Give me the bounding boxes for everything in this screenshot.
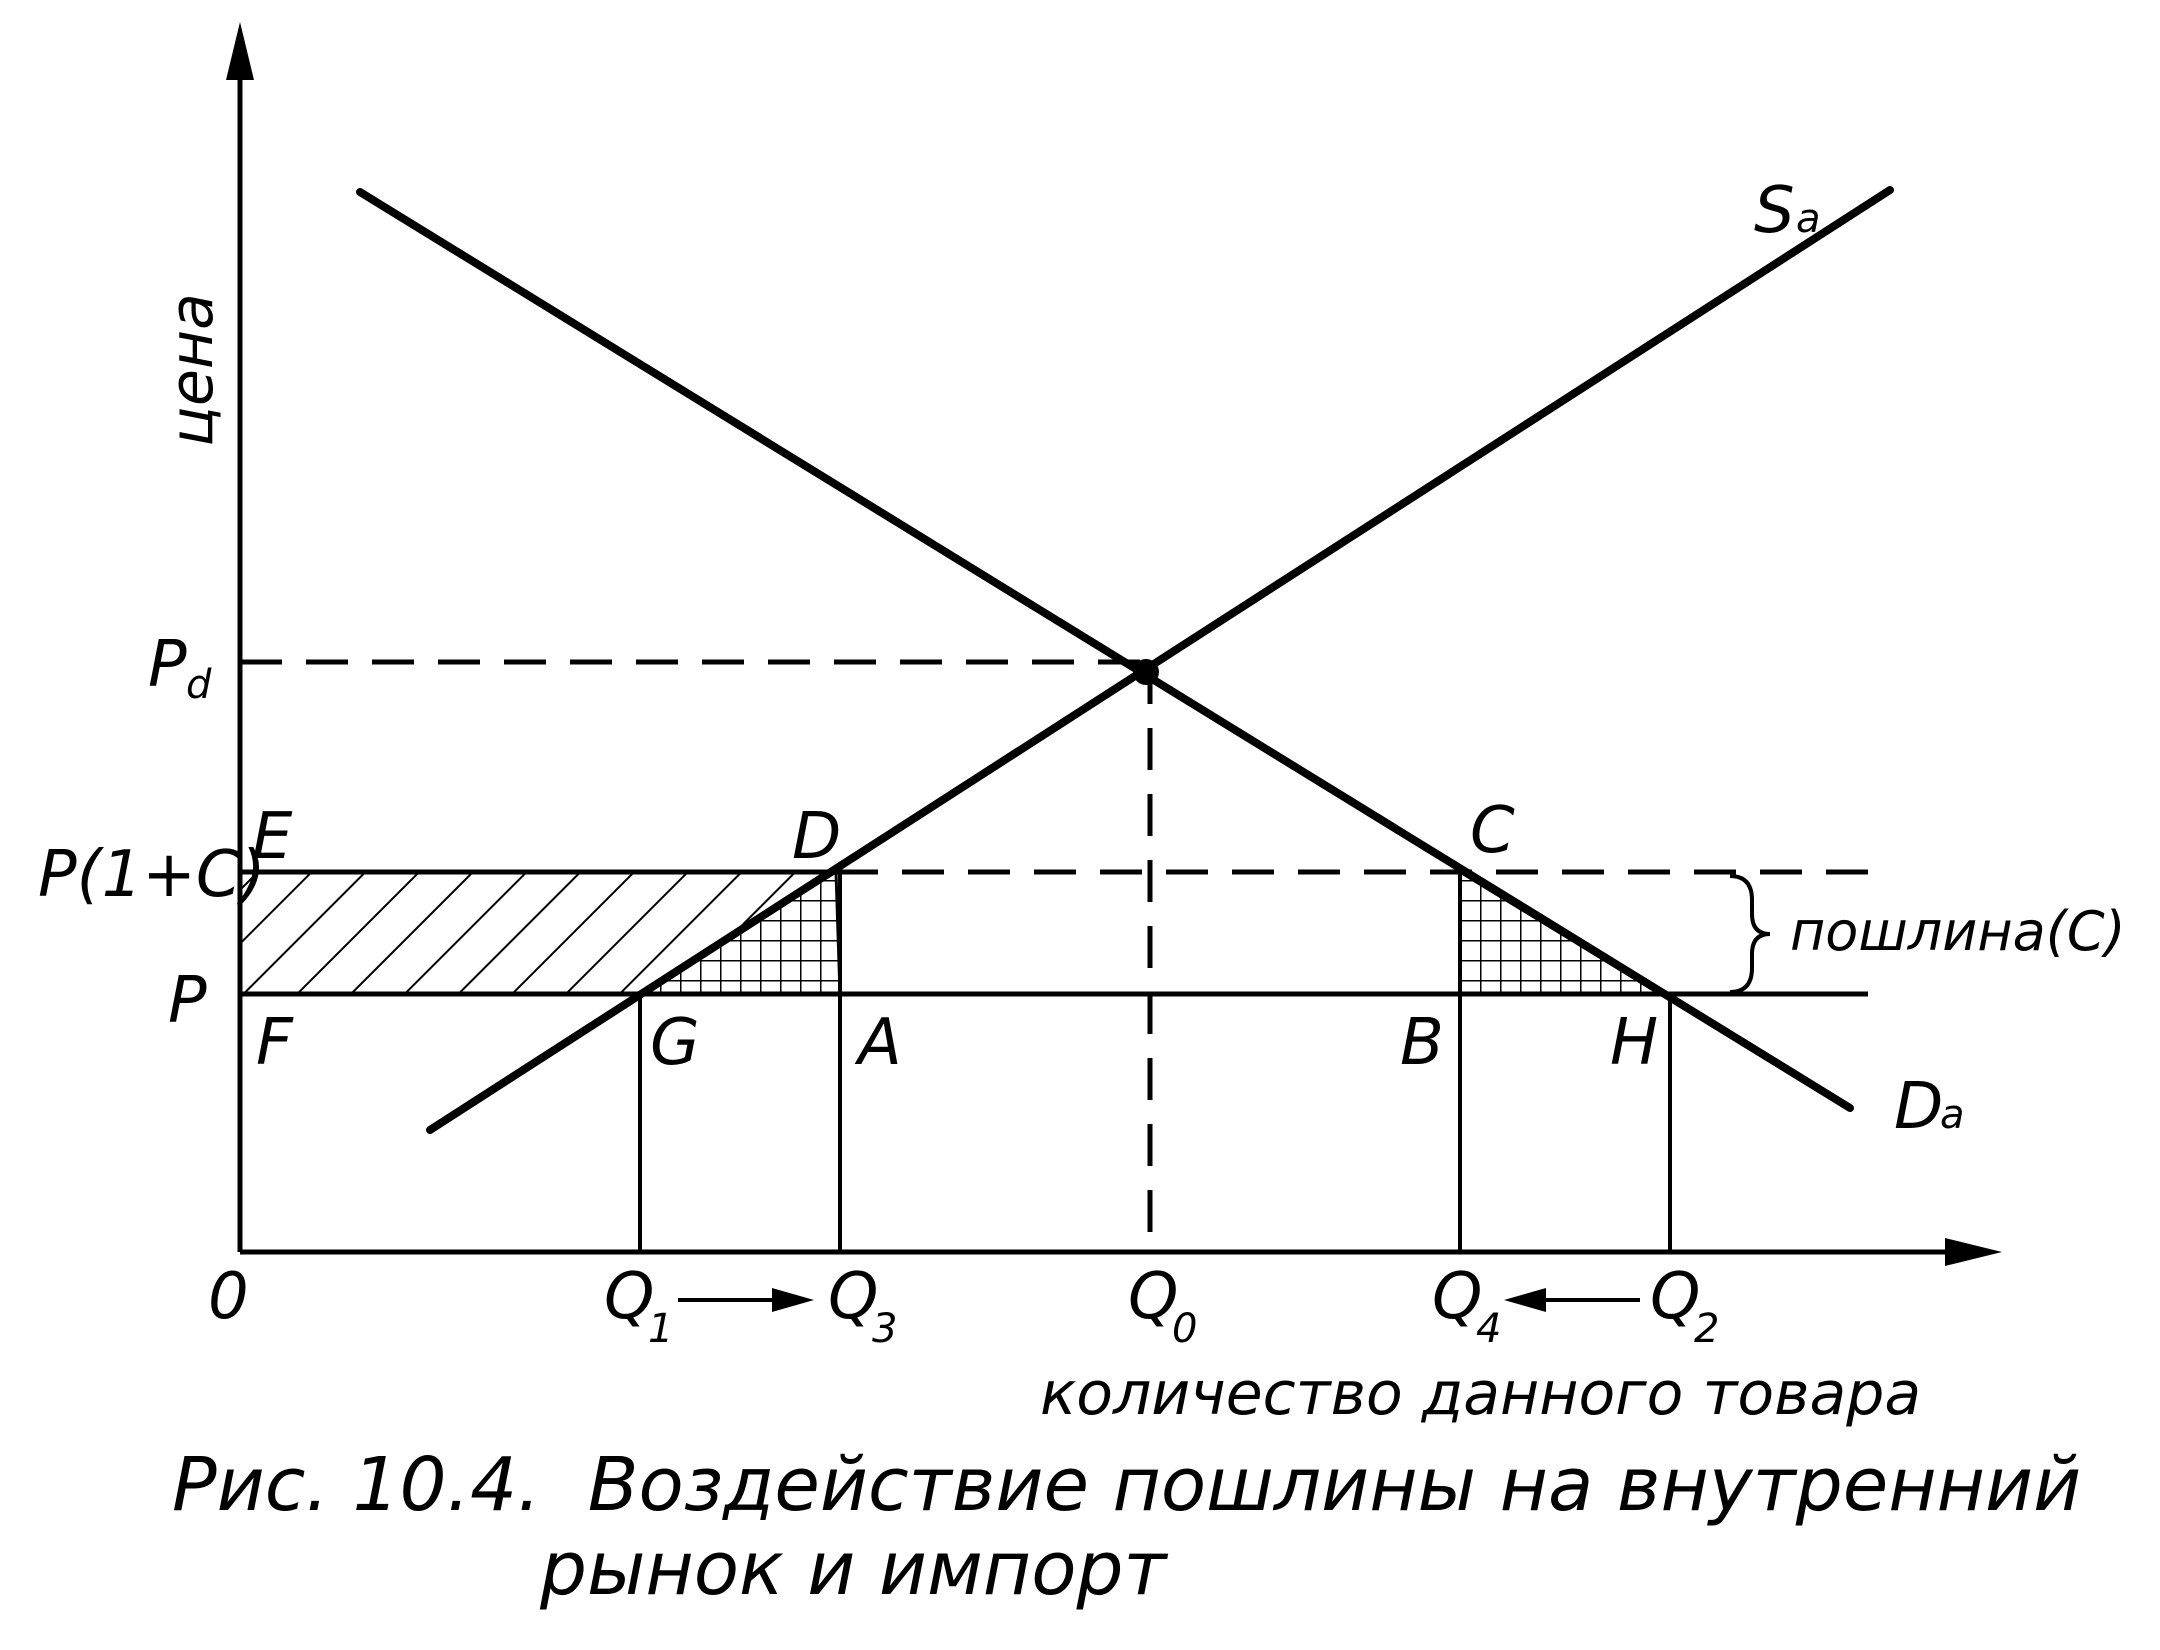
svg-text:D: D <box>1894 1070 1943 1144</box>
svg-text:1: 1 <box>648 1306 673 1352</box>
q4-label: Q 4 <box>1432 1260 1501 1352</box>
tariff-label: пошлина(C) <box>1790 900 2126 963</box>
equilibrium-point <box>1133 659 1159 685</box>
tariff-brace <box>1729 874 1771 994</box>
svg-text:Q: Q <box>604 1260 654 1334</box>
q2-to-q4-arrowhead <box>1504 1288 1546 1312</box>
supply-curve <box>426 186 1894 1134</box>
caption-line-1: Рис. 10.4. Воздействие пошлины на внутре… <box>172 1442 2081 1528</box>
pd-label: P d <box>148 628 212 708</box>
y-axis-arrow <box>226 22 254 80</box>
svg-text:Q: Q <box>1650 1260 1700 1334</box>
point-a-label: A <box>854 1006 902 1080</box>
caption-line-2: рынок и импорт <box>539 1526 1168 1612</box>
svg-text:Q: Q <box>828 1260 878 1334</box>
svg-text:0: 0 <box>1172 1306 1197 1352</box>
svg-text:a: a <box>1940 1092 1965 1138</box>
svg-text:2: 2 <box>1694 1306 1719 1352</box>
svg-text:Q: Q <box>1128 1260 1178 1334</box>
y-axis-title: цена <box>157 293 227 447</box>
q1-to-q3-arrowhead <box>772 1288 814 1312</box>
world-price-label: P <box>168 964 207 1038</box>
q0-label: Q 0 <box>1128 1260 1197 1352</box>
supply-label: S a <box>1754 174 1821 248</box>
svg-text:4: 4 <box>1476 1306 1501 1352</box>
origin-label: 0 <box>208 1260 249 1334</box>
q3-label: Q 3 <box>828 1260 897 1352</box>
svg-text:3: 3 <box>872 1306 897 1352</box>
point-b-label: B <box>1400 1006 1444 1080</box>
point-d-label: D <box>792 800 841 874</box>
svg-text:d: d <box>186 662 212 708</box>
point-c-label: C <box>1470 794 1515 868</box>
demand-label: D a <box>1894 1070 1965 1144</box>
point-f-label: F <box>256 1006 294 1080</box>
x-axis-title: количество данного товара <box>1040 1359 1921 1429</box>
x-axis-arrow <box>1945 1238 2002 1266</box>
demand-curve <box>356 188 1854 1112</box>
point-e-label: E <box>252 800 293 874</box>
svg-text:Q: Q <box>1432 1260 1482 1334</box>
point-h-label: H <box>1610 1006 1658 1080</box>
point-g-label: G <box>650 1006 700 1080</box>
q1-label: Q 1 <box>604 1260 673 1352</box>
svg-text:P: P <box>148 628 187 702</box>
q2-label: Q 2 <box>1650 1260 1719 1352</box>
svg-text:a: a <box>1796 196 1821 242</box>
tariff-price-label: P(1+C) <box>38 838 266 912</box>
svg-text:S: S <box>1754 174 1795 248</box>
